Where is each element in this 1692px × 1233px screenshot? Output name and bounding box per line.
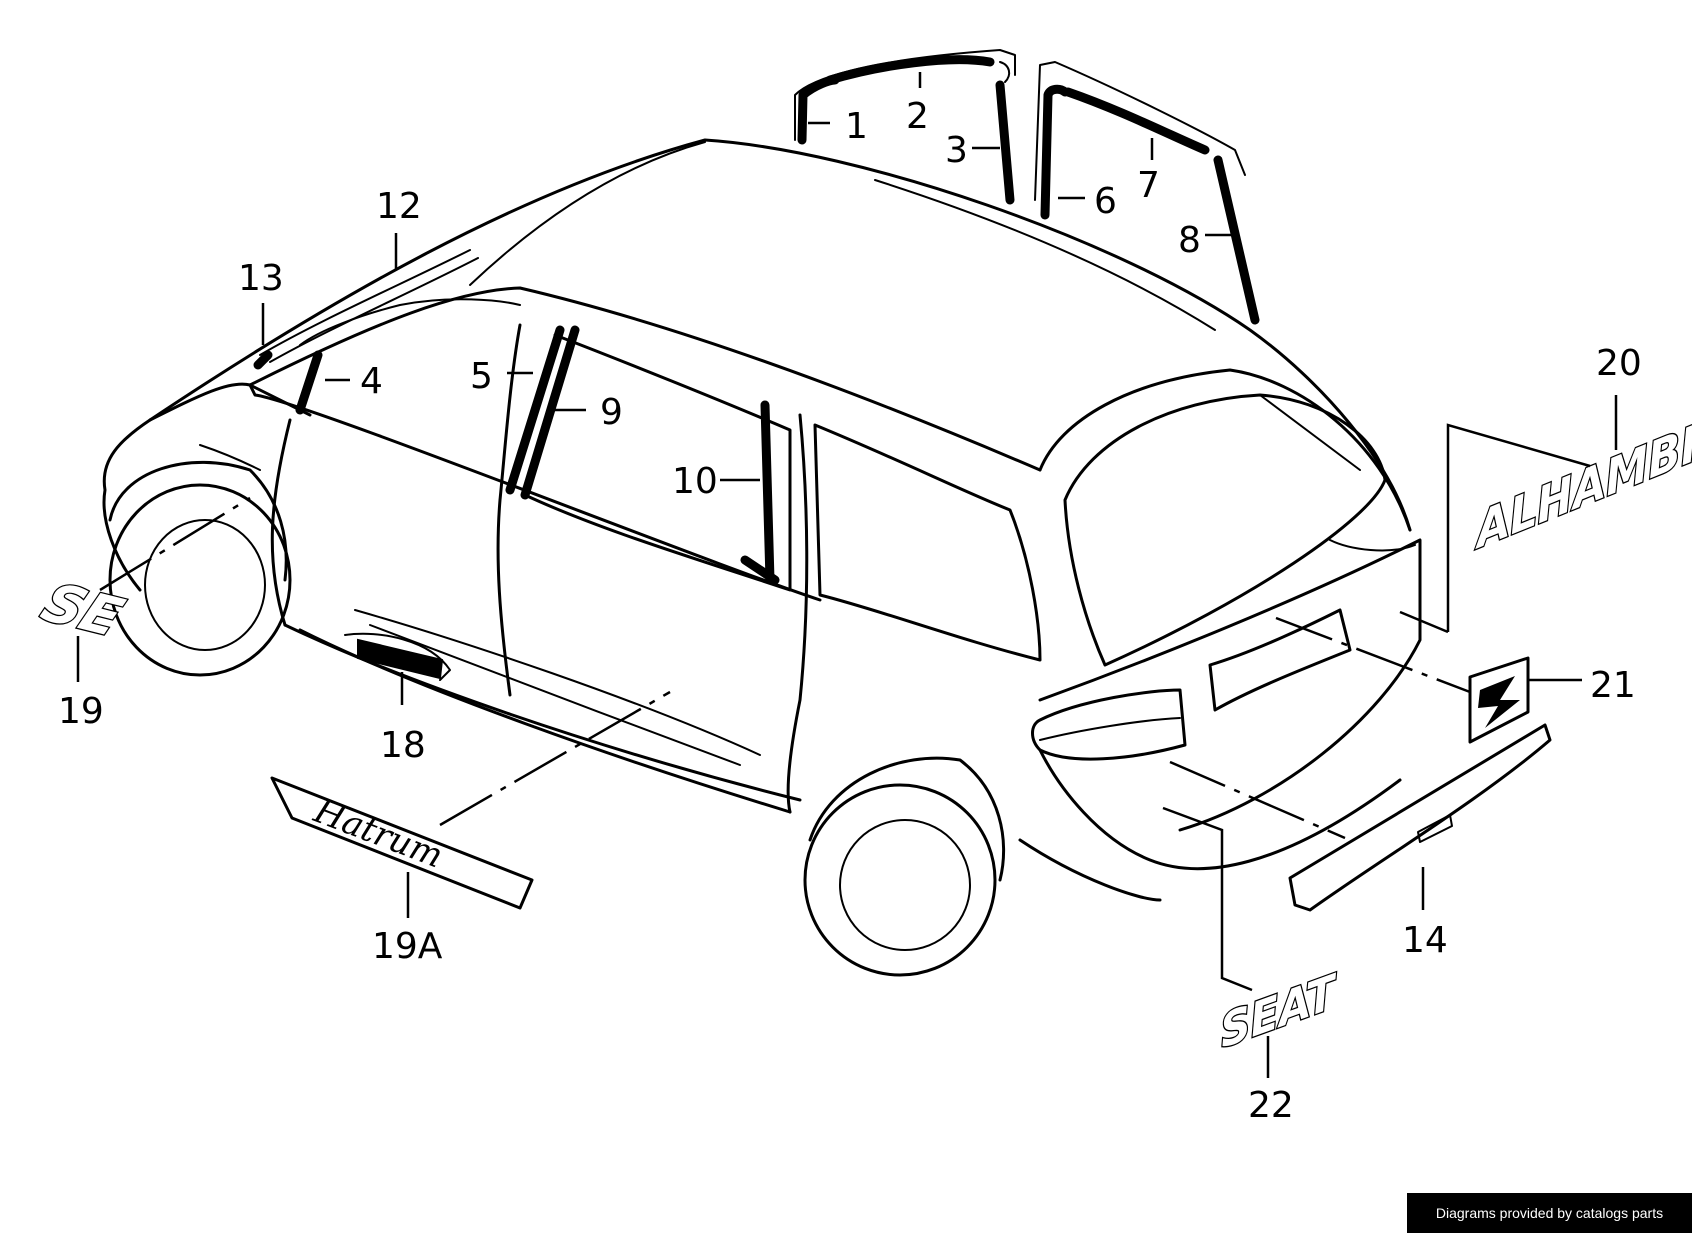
hatrum-plate: Hatrum <box>270 776 534 910</box>
callout-6: 6 <box>1094 181 1117 222</box>
callout-8: 8 <box>1178 220 1201 261</box>
callout-19a: 19A <box>372 926 443 967</box>
callout-13: 13 <box>238 258 284 299</box>
callout-7: 7 <box>1137 165 1160 206</box>
callout-9: 9 <box>600 392 623 433</box>
seat-text: SEAT <box>1218 963 1340 1059</box>
leader-lines <box>76 72 1618 1078</box>
callout-20: 20 <box>1596 343 1642 384</box>
callout-12: 12 <box>376 186 422 227</box>
van-body <box>102 138 1422 977</box>
alhambra-emblem: ALHAMBRA <box>1470 394 1692 563</box>
se-text: SE <box>33 571 133 648</box>
callout-21: 21 <box>1590 665 1636 706</box>
credit-banner: Diagrams provided by catalogs parts <box>1407 1193 1692 1233</box>
callout-4: 4 <box>360 361 383 402</box>
seat-s-logo <box>1468 656 1530 744</box>
callout-22: 22 <box>1248 1085 1294 1126</box>
callout-19: 19 <box>58 691 104 732</box>
callout-18: 18 <box>380 725 426 766</box>
alhambra-text: ALHAMBRA <box>1471 395 1692 562</box>
callout-2: 2 <box>906 96 929 137</box>
moulding-strips <box>253 49 1260 680</box>
hatrum-text: Hatrum <box>308 791 448 877</box>
se-emblem: SE <box>31 570 133 650</box>
callout-10: 10 <box>672 461 718 502</box>
callout-labels: 1 2 3 6 7 8 4 5 9 10 12 13 18 19 19A 20 … <box>58 96 1642 1126</box>
callout-5: 5 <box>470 356 493 397</box>
callout-1: 1 <box>845 106 868 147</box>
callout-3: 3 <box>945 130 968 171</box>
callout-14: 14 <box>1402 920 1448 961</box>
rear-bumper-strip <box>1288 723 1552 912</box>
seat-emblem: SEAT <box>1217 961 1342 1060</box>
